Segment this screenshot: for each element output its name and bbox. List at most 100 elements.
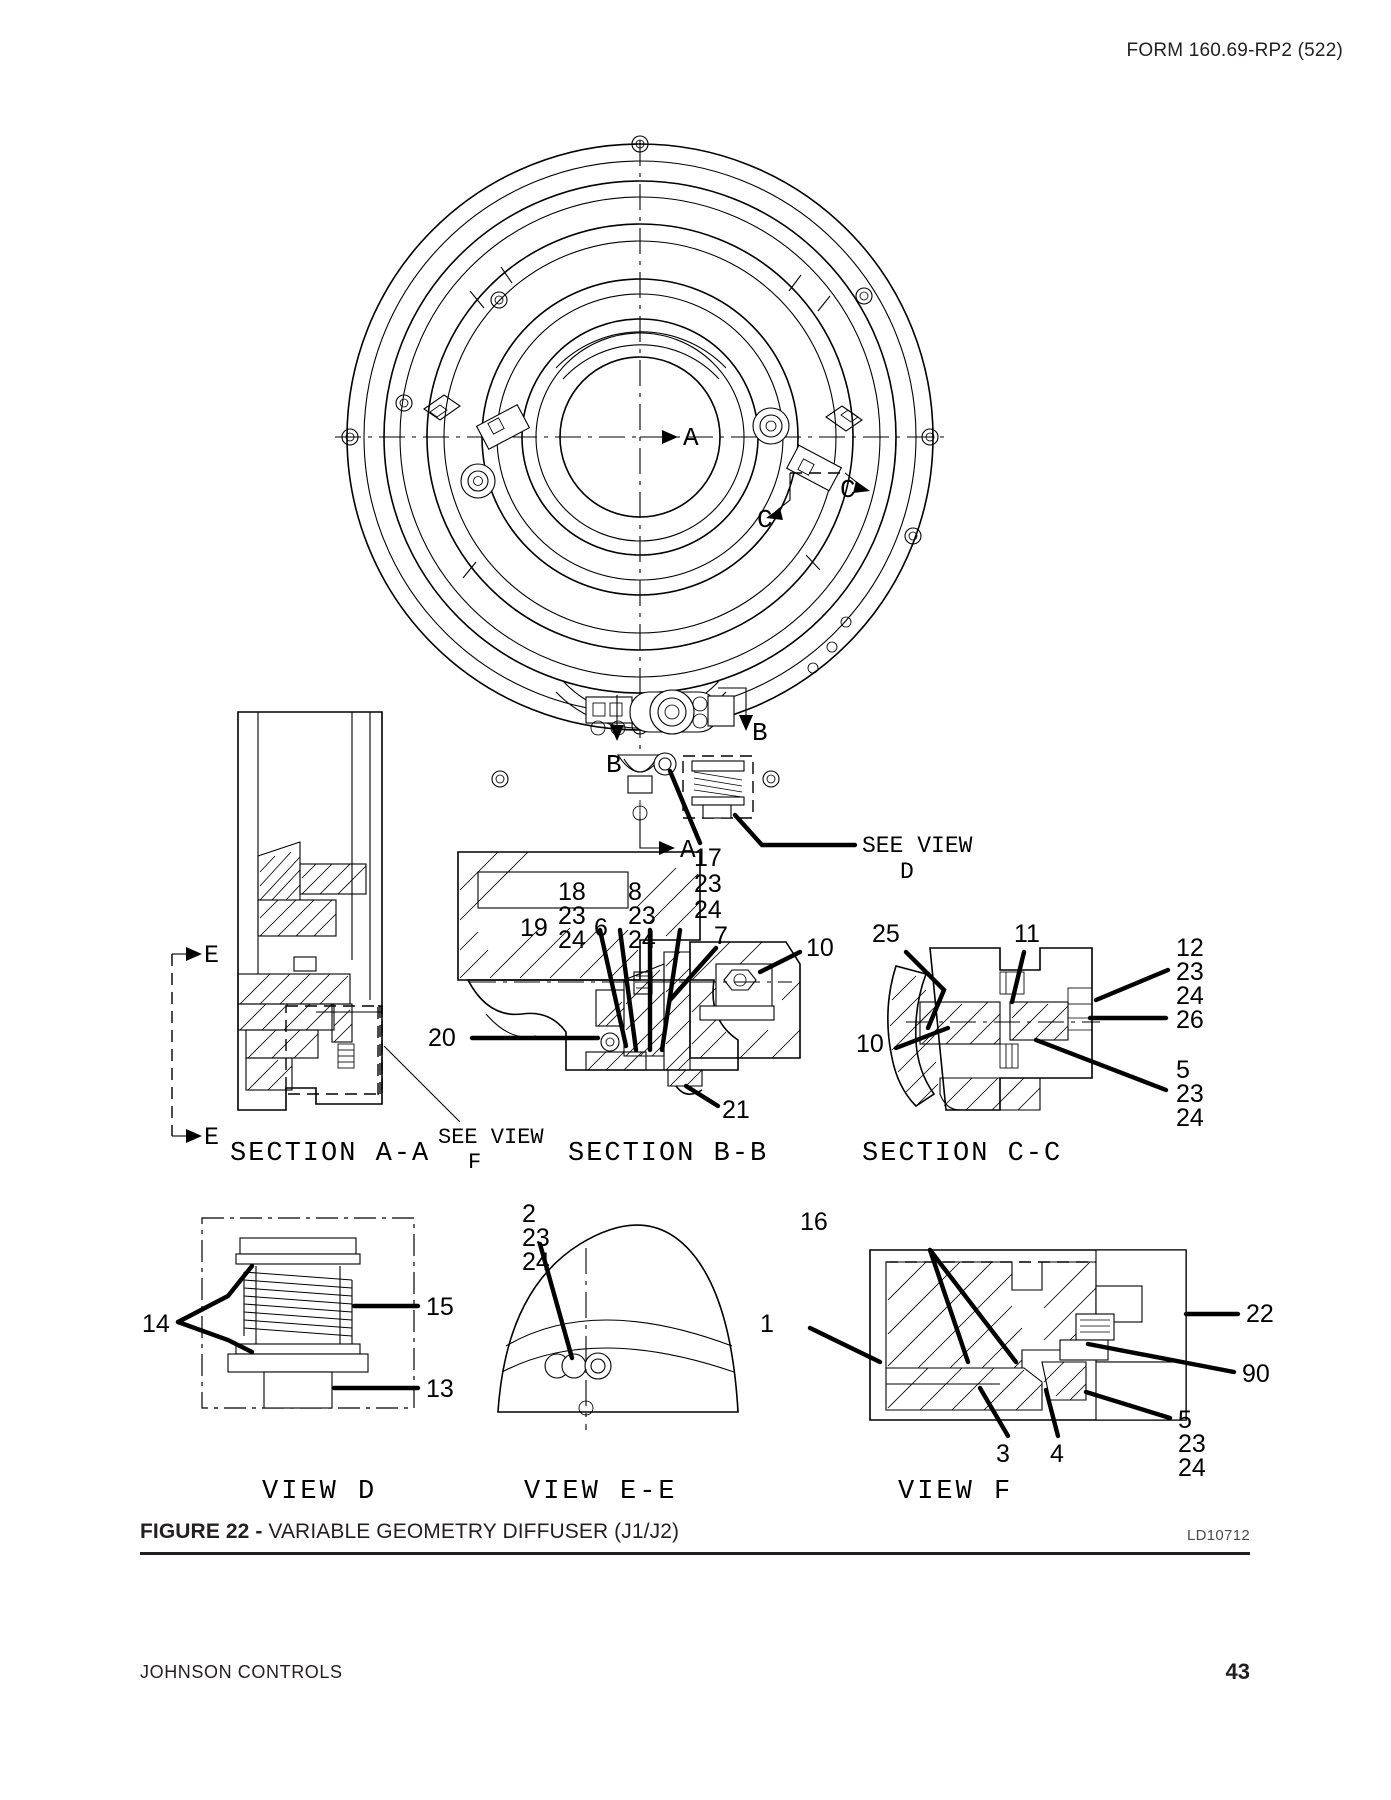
leader-12	[1093, 967, 1171, 1003]
section-mark-e-bottom	[172, 1129, 202, 1143]
svg-text:2: 2	[522, 1200, 536, 1228]
section-label-e-bottom: E	[204, 1123, 219, 1152]
figure-number: FIGURE 22 -	[140, 1520, 263, 1543]
callout-10-cc: 10	[856, 1030, 884, 1058]
section-mark-c-left	[766, 473, 791, 520]
callout-10-bb: 10	[806, 934, 834, 962]
vane-actuator-upper-left	[423, 394, 531, 499]
ring-6	[443, 240, 837, 634]
vee-hole-1-arc	[544, 1353, 567, 1379]
callout-26: 26	[1176, 1006, 1204, 1034]
leader-21	[683, 1083, 721, 1109]
leader-3	[977, 1385, 1011, 1439]
see-view-d-label: SEE VIEW D	[862, 833, 973, 885]
svg-text:5: 5	[1176, 1056, 1190, 1084]
callout-20: 20	[428, 1024, 456, 1052]
aa-hatch-region	[237, 841, 367, 1091]
callout-18-23-24: 18 23 24	[558, 878, 586, 954]
section-label-b-left: B	[606, 750, 622, 780]
view-ee: 2 23 24 VIEW E-E	[497, 1200, 739, 1507]
callout-90: 90	[1242, 1360, 1270, 1388]
section-bb-title: SECTION B-B	[568, 1139, 768, 1169]
vf-thread-lines	[1080, 1319, 1110, 1333]
vd-base-plate	[227, 1353, 369, 1373]
figure-title: VARIABLE GEOMETRY DIFFUSER (J1/J2)	[268, 1520, 680, 1543]
cc-insert-2	[999, 1043, 1019, 1069]
leader-16-b	[927, 1247, 1019, 1365]
section-label-a-top: A	[683, 423, 699, 453]
leader-14-a	[175, 1263, 255, 1325]
vd-stem	[263, 1371, 333, 1409]
leader-8	[659, 927, 683, 1053]
vf-boss	[1095, 1285, 1143, 1323]
section-label-b-right: B	[752, 718, 768, 748]
bolt-circle-ring	[383, 180, 897, 694]
vf-fastener-head	[1075, 1313, 1115, 1341]
leader-1	[807, 1325, 883, 1365]
svg-text:SEE VIEW: SEE VIEW	[862, 833, 973, 859]
section-mark-a-top	[640, 430, 678, 444]
cc-ring-left	[919, 1001, 1001, 1045]
leader-see-view-d	[732, 812, 858, 848]
bore-ring	[559, 356, 721, 518]
view-f-title: VIEW F	[898, 1477, 1013, 1507]
cc-vane	[887, 965, 936, 1108]
bb-lower-wall	[466, 979, 739, 1071]
vee-shroud	[497, 1224, 739, 1413]
ring-4	[399, 196, 881, 678]
leader-17	[667, 768, 703, 846]
callout-5-23-24-vf: 5 23 24	[1178, 1406, 1206, 1482]
section-aa-title: SECTION A-A	[230, 1139, 430, 1169]
leader-25	[903, 949, 947, 1031]
svg-text:24: 24	[628, 926, 656, 954]
svg-text:23: 23	[1176, 1080, 1204, 1108]
vee-band-1	[505, 1319, 733, 1347]
figure-caption-block: FIGURE 22 - VARIABLE GEOMETRY DIFFUSER (…	[140, 1520, 1250, 1555]
vf-nut	[1041, 1361, 1087, 1401]
callout-7: 7	[714, 922, 728, 950]
svg-text:24: 24	[1176, 982, 1204, 1010]
section-label-a-bottom: A	[680, 835, 696, 865]
figure-drawing-area: A A B B	[0, 100, 1391, 1600]
svg-text:23: 23	[522, 1224, 550, 1252]
leader-18	[617, 927, 639, 1053]
bb-wall-line	[485, 1013, 537, 1038]
page-footer: JOHNSON CONTROLS 43	[140, 1659, 1250, 1685]
footer-page-number: 43	[1225, 1659, 1250, 1684]
form-code-header: FORM 160.69-RP2 (522)	[1126, 40, 1343, 61]
callout-3: 3	[996, 1440, 1010, 1468]
leader-90	[1085, 1341, 1237, 1375]
svg-text:23: 23	[1176, 958, 1204, 986]
bb-pocket	[477, 871, 629, 909]
section-mark-b-left	[610, 695, 624, 741]
section-mark-c-right	[790, 472, 870, 493]
view-f: 16 1 22 90 3 4 5 23 24 VIEW F	[760, 1208, 1274, 1507]
svg-text:D: D	[900, 859, 914, 885]
view-d-title: VIEW D	[262, 1477, 377, 1507]
svg-text:8: 8	[628, 878, 642, 906]
vf-lower-block	[885, 1367, 1043, 1411]
view-d: 14 15 13 VIEW D	[142, 1217, 454, 1507]
leader-11	[1009, 949, 1027, 1005]
callout-4: 4	[1050, 1440, 1064, 1468]
svg-text:23: 23	[558, 902, 586, 930]
callout-2-23-24: 2 23 24	[522, 1200, 550, 1276]
leader-5-cc	[1033, 1037, 1169, 1093]
callout-1: 1	[760, 1310, 774, 1338]
callout-12-23-24: 12 23 24	[1176, 934, 1204, 1010]
view-ee-title: VIEW E-E	[524, 1477, 678, 1507]
callout-21: 21	[722, 1096, 750, 1124]
leader-10	[757, 949, 803, 975]
svg-text:24: 24	[1176, 1104, 1204, 1132]
vane-slot-top-inner	[562, 344, 720, 380]
cc-insert-3	[1067, 987, 1093, 1005]
svg-text:18: 18	[558, 878, 586, 906]
ring-5	[426, 223, 854, 651]
leader-16-a	[927, 1247, 971, 1365]
footer-brand: JOHNSON CONTROLS	[140, 1661, 343, 1682]
see-view-f-label: SEE VIEW F	[438, 1125, 544, 1175]
figure-caption: FIGURE 22 - VARIABLE GEOMETRY DIFFUSER (…	[140, 1520, 679, 1544]
svg-text:5: 5	[1178, 1406, 1192, 1434]
callout-19: 19	[520, 914, 548, 942]
